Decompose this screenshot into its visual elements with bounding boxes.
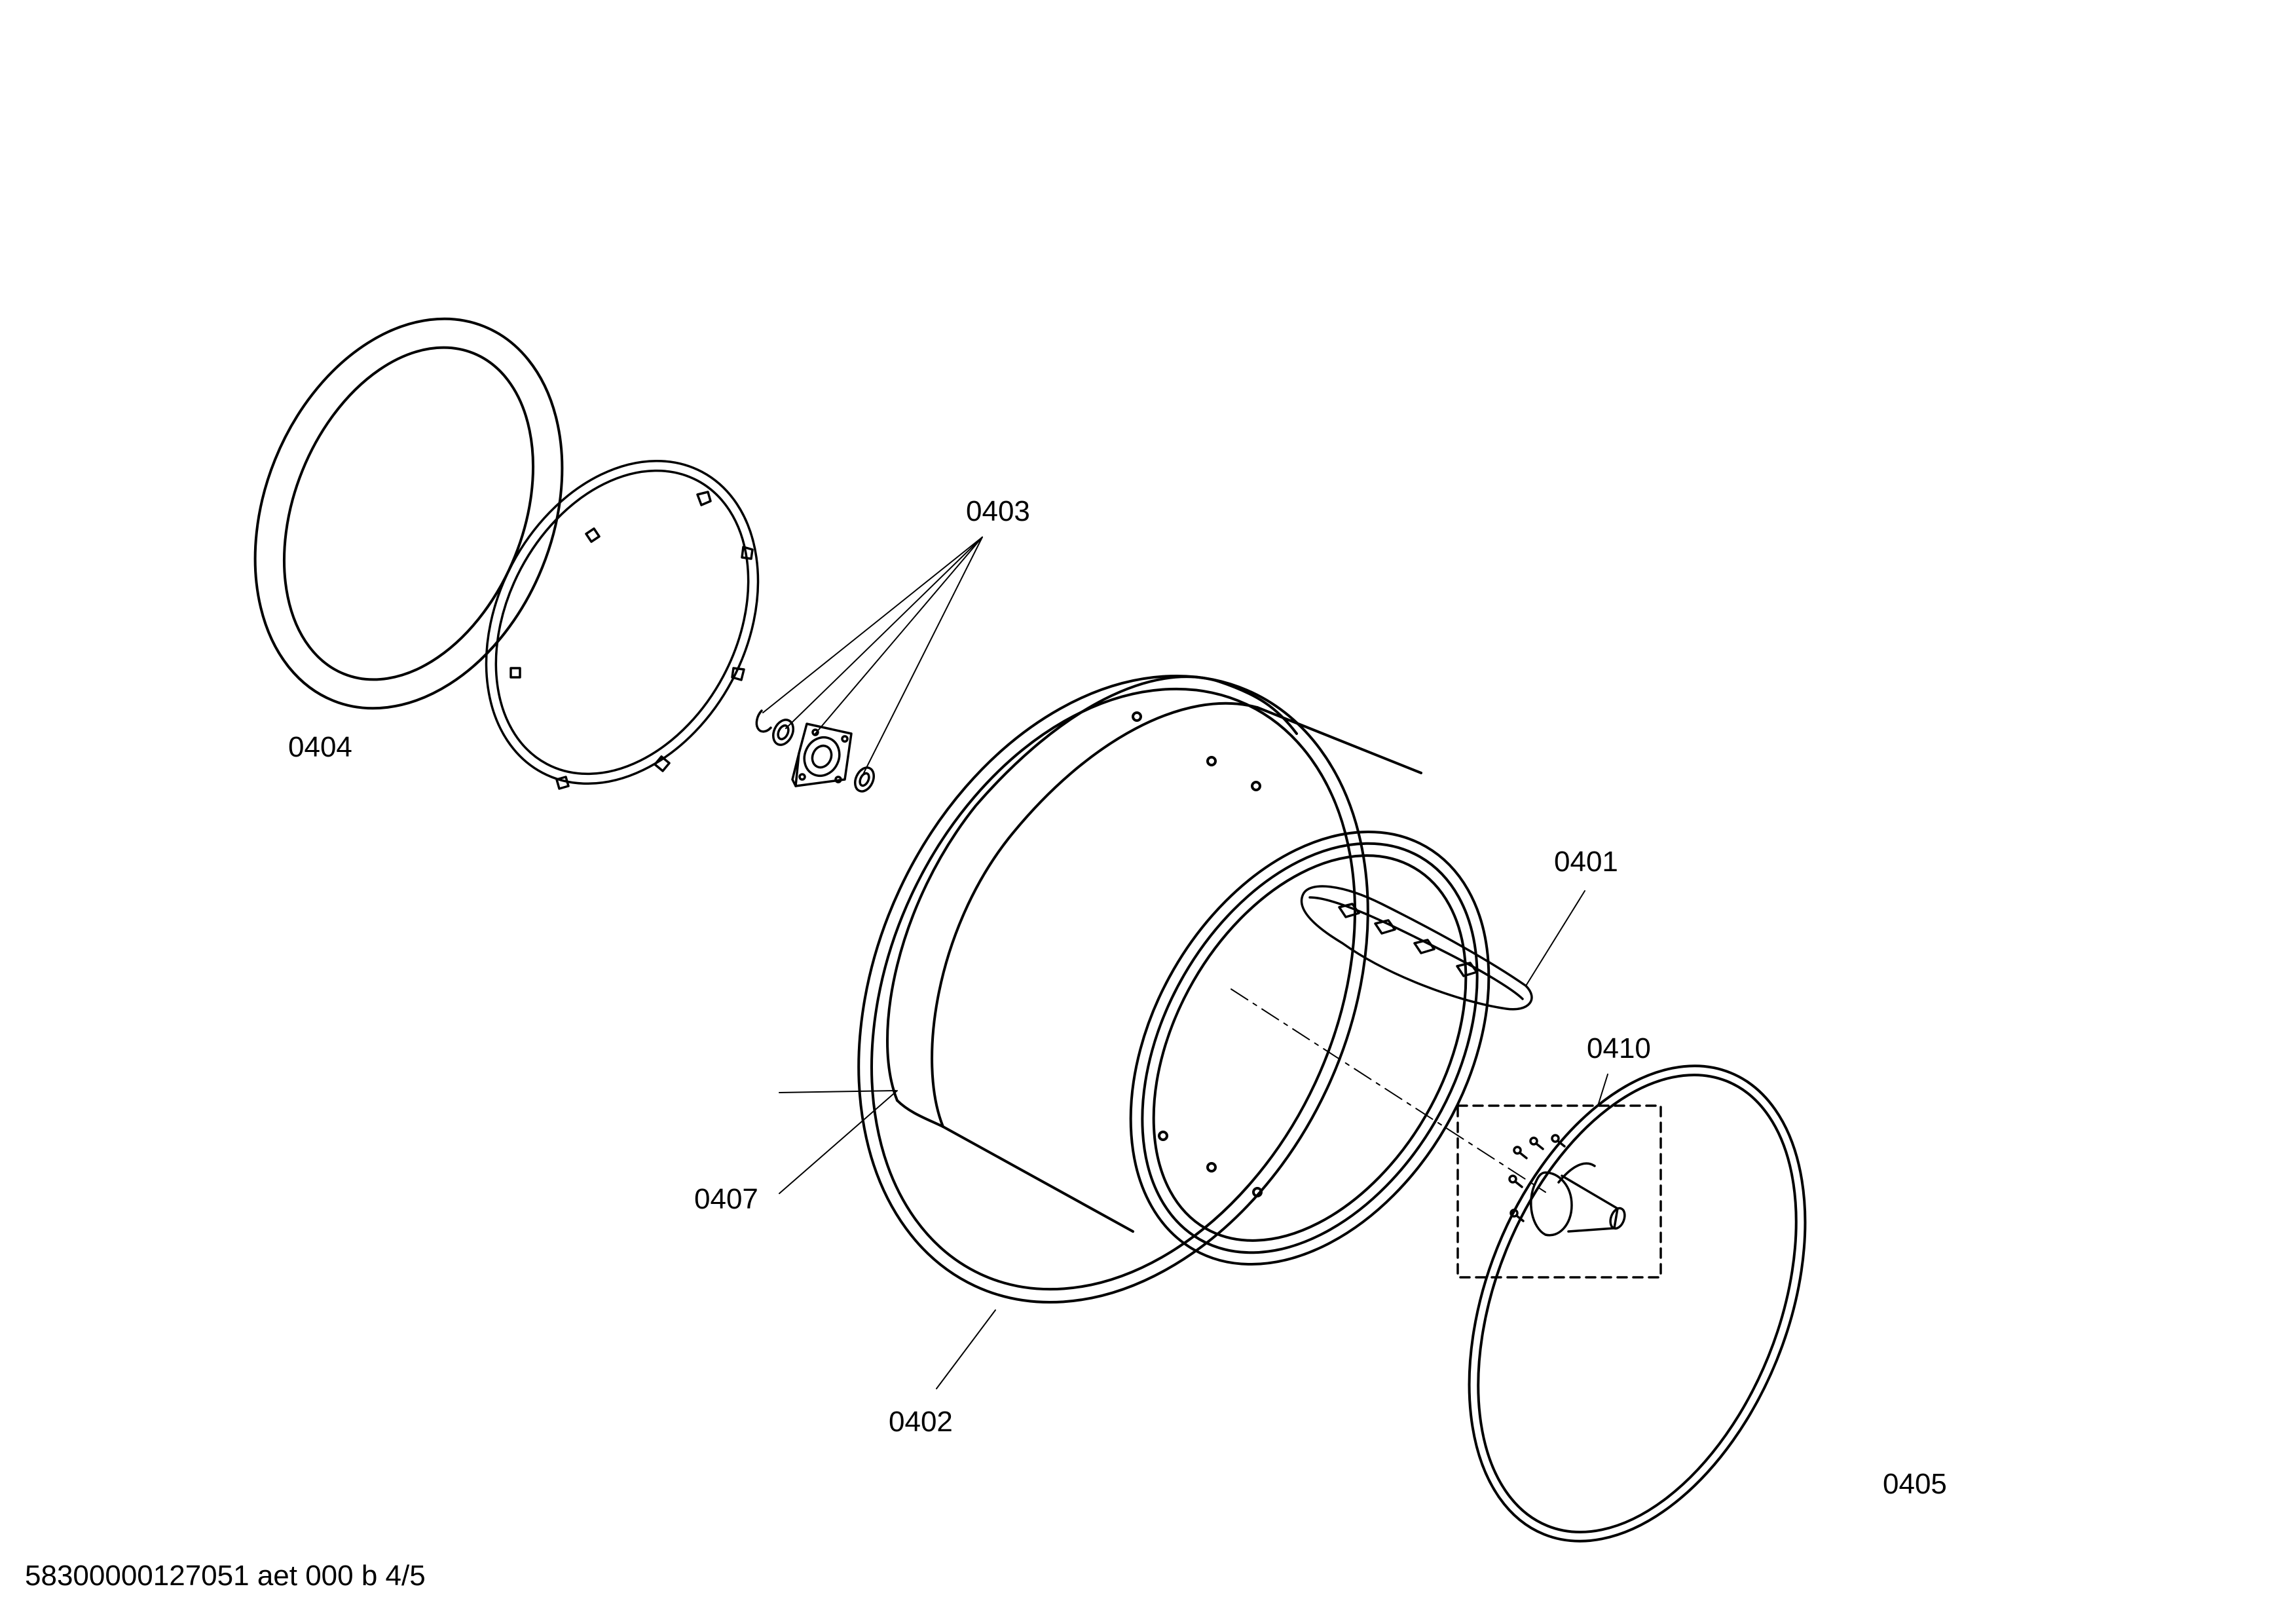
- label-0401: 0401: [1554, 846, 1618, 878]
- part-0401-paddle: [1300, 885, 1533, 1011]
- label-0410: 0410: [1587, 1032, 1651, 1064]
- part-0405-ring: [1468, 1064, 1807, 1543]
- leader-lines: [762, 536, 1608, 1389]
- drum-front-opening: [1129, 830, 1491, 1266]
- part-0402-seal: [857, 674, 1369, 1304]
- label-0407: 0407: [694, 1183, 758, 1215]
- label-0404: 0404: [288, 731, 352, 763]
- part-0403-bearing: [755, 709, 876, 793]
- part-0410-fastener: [1456, 1104, 1662, 1279]
- document-code: 58300000127051 aet 000 b 4/5: [25, 1560, 426, 1592]
- label-0402: 0402: [889, 1406, 953, 1438]
- label-0403: 0403: [966, 495, 1030, 527]
- label-0405: 0405: [1883, 1468, 1947, 1500]
- part-0404-tab-ring: [485, 459, 760, 790]
- part-labels: 0403 0404 0401 0410 0407 0402 0405: [288, 495, 1947, 1500]
- part-0404-ring: [253, 317, 564, 710]
- part-0407-drum: [886, 675, 1422, 1233]
